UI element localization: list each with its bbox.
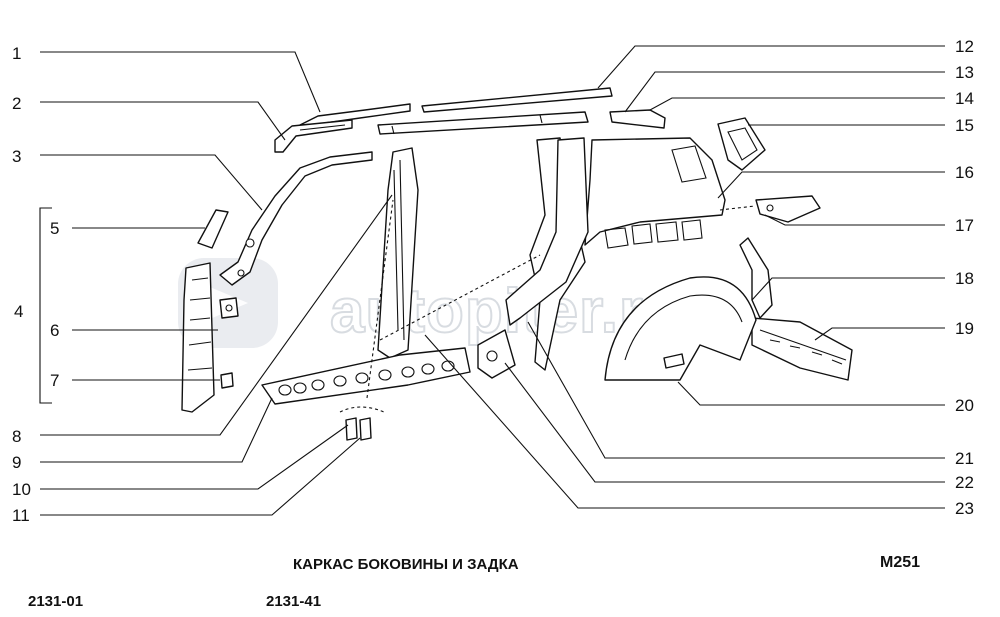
- part-22-rear-pillar-inner: [505, 137, 589, 326]
- callout-1: 1: [12, 44, 21, 63]
- part-3-a-pillar: [219, 151, 373, 286]
- part-14-rear-roof-corner: [609, 109, 666, 129]
- part-2-roof-rail-inner: [274, 119, 353, 153]
- diagram-title: КАРКАС БОКОВИНЫ И ЗАДКА: [293, 556, 519, 573]
- part-13-roof-bow: [377, 111, 589, 135]
- part-10-11-hinges: [339, 406, 385, 441]
- callout-20: 20: [955, 396, 974, 415]
- part-15-light-housing: [717, 117, 766, 171]
- callout-22: 22: [955, 473, 974, 492]
- model-code-2: 2131-41: [266, 593, 322, 610]
- callouts-right: 12 13 14 15 16 17 18 19 20 21 22 23: [955, 37, 974, 518]
- callout-18: 18: [955, 269, 974, 288]
- assembly-guide-2: [379, 254, 541, 341]
- callout-9: 9: [12, 453, 21, 472]
- callout-8: 8: [12, 427, 21, 446]
- part-6-bracket: [219, 297, 239, 319]
- callout-11: 11: [12, 506, 30, 525]
- part-23-rear-sill-end: [477, 329, 516, 379]
- watermark: autopiter.ru: [178, 258, 683, 348]
- part-20-wheel-arch: [604, 276, 757, 381]
- part-9-sill: [261, 347, 471, 405]
- callout-7: 7: [50, 371, 59, 390]
- sheet-code: M251: [880, 554, 921, 571]
- part-19-rear-floor-rail: [751, 317, 853, 381]
- callout-6: 6: [50, 321, 59, 340]
- part-7-clip: [220, 372, 234, 389]
- assembly-guide-3: [719, 205, 756, 211]
- callout-10: 10: [12, 480, 31, 499]
- part-12-roof-rail-rear: [421, 87, 613, 113]
- callout-21: 21: [955, 449, 974, 468]
- bracket-4: [39, 207, 52, 404]
- callouts-left: 1 2 3 4 5 6 7 8 9 10 11: [12, 44, 59, 525]
- callout-23: 23: [955, 499, 974, 518]
- callout-5: 5: [50, 219, 59, 238]
- callout-12: 12: [955, 37, 974, 56]
- callout-19: 19: [955, 319, 974, 338]
- callout-13: 13: [955, 63, 974, 82]
- callout-14: 14: [955, 89, 974, 108]
- leader-lines: [40, 45, 945, 516]
- callout-16: 16: [955, 163, 974, 182]
- callout-2: 2: [12, 94, 21, 113]
- callout-3: 3: [12, 147, 21, 166]
- part-5-small-bracket: [197, 209, 229, 249]
- callout-4: 4: [14, 302, 23, 321]
- part-17-bracket: [755, 195, 821, 223]
- part-4-front-pillar-assembly: [181, 262, 215, 413]
- callout-15: 15: [955, 116, 974, 135]
- model-code-1: 2131-01: [28, 593, 84, 610]
- part-18-support: [739, 237, 773, 319]
- callout-17: 17: [955, 216, 974, 235]
- part-16-quarter-panel-inner: [584, 137, 726, 249]
- part-1-roof-rail-front: [299, 103, 411, 126]
